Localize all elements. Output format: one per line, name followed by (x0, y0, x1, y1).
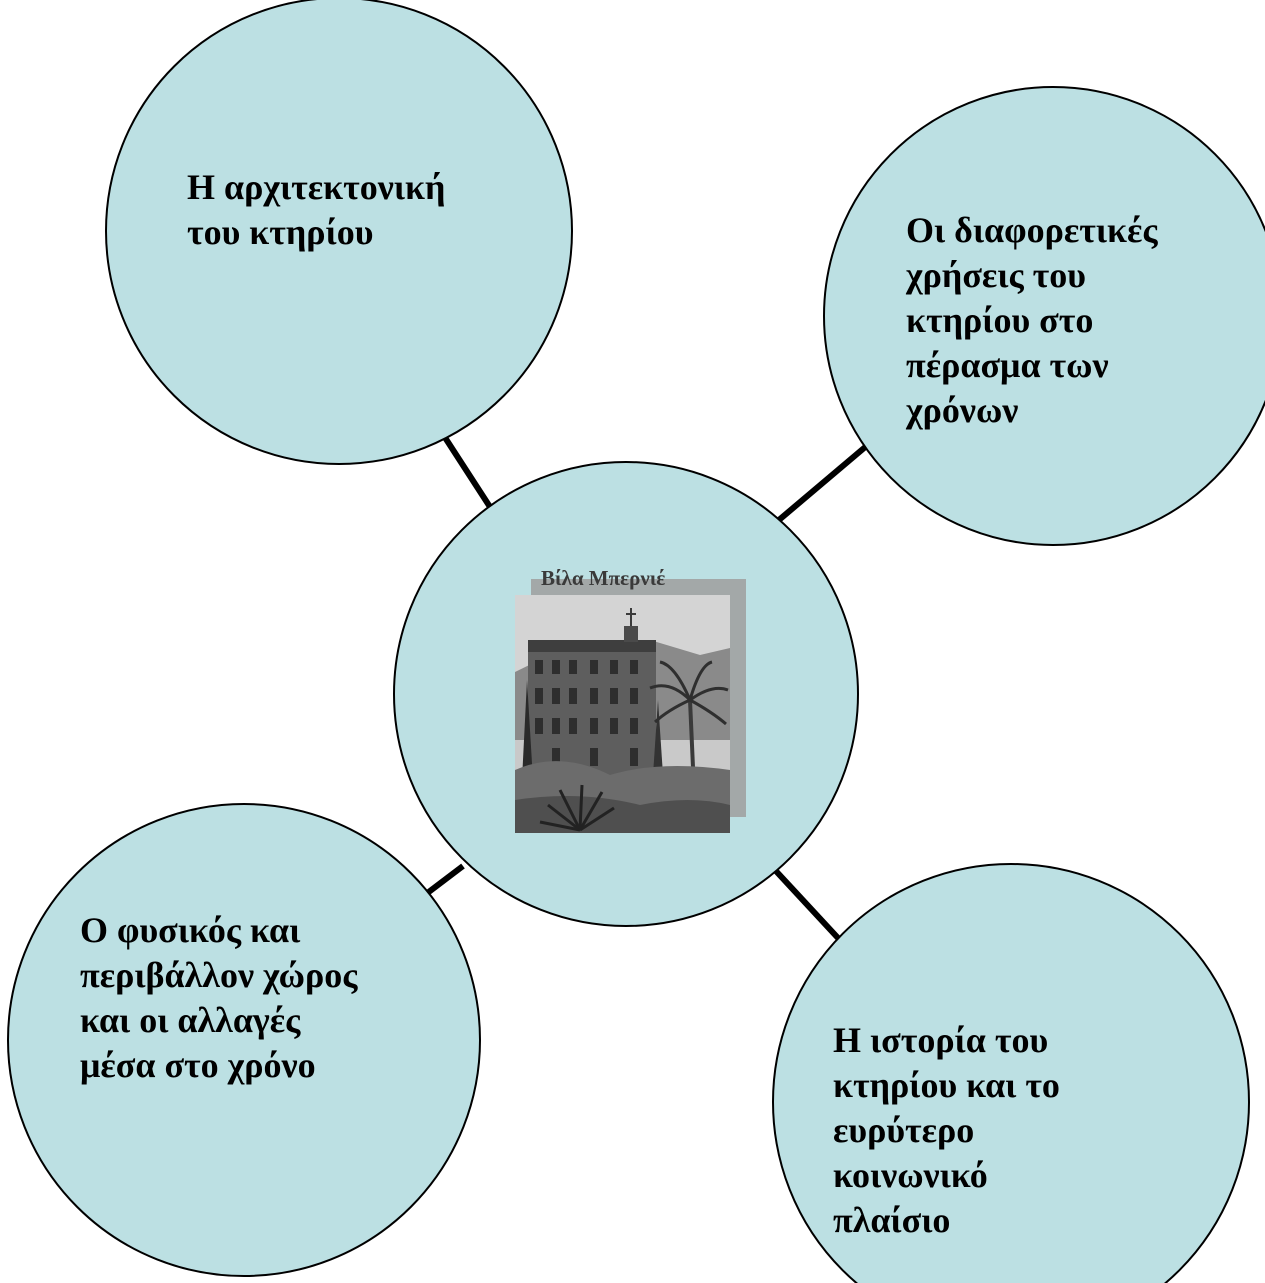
circle-bottom-left (7, 803, 481, 1277)
villa-photo (515, 579, 746, 833)
node-label-bottom-left: Ο φυσικός και περιβάλλον χώρος και οι αλ… (80, 910, 358, 1085)
node-label-bottom-right: Η ιστορία του κτηρίου και το ευρύτερο κο… (833, 1020, 1060, 1240)
connector-top-right (758, 429, 885, 539)
circle-top-left (105, 0, 573, 465)
center-title: Βίλα Μπερνιέ (541, 566, 666, 590)
circle-top-right (823, 86, 1265, 546)
node-label-top-left: Η αρχιτεκτονική του κτηρίου (187, 167, 446, 252)
connector-bottom-right (772, 867, 841, 941)
circle-bottom-right (772, 863, 1250, 1283)
node-label-top-right: Οι διαφορετικές χρήσεις του κτηρίου στο … (906, 210, 1158, 430)
